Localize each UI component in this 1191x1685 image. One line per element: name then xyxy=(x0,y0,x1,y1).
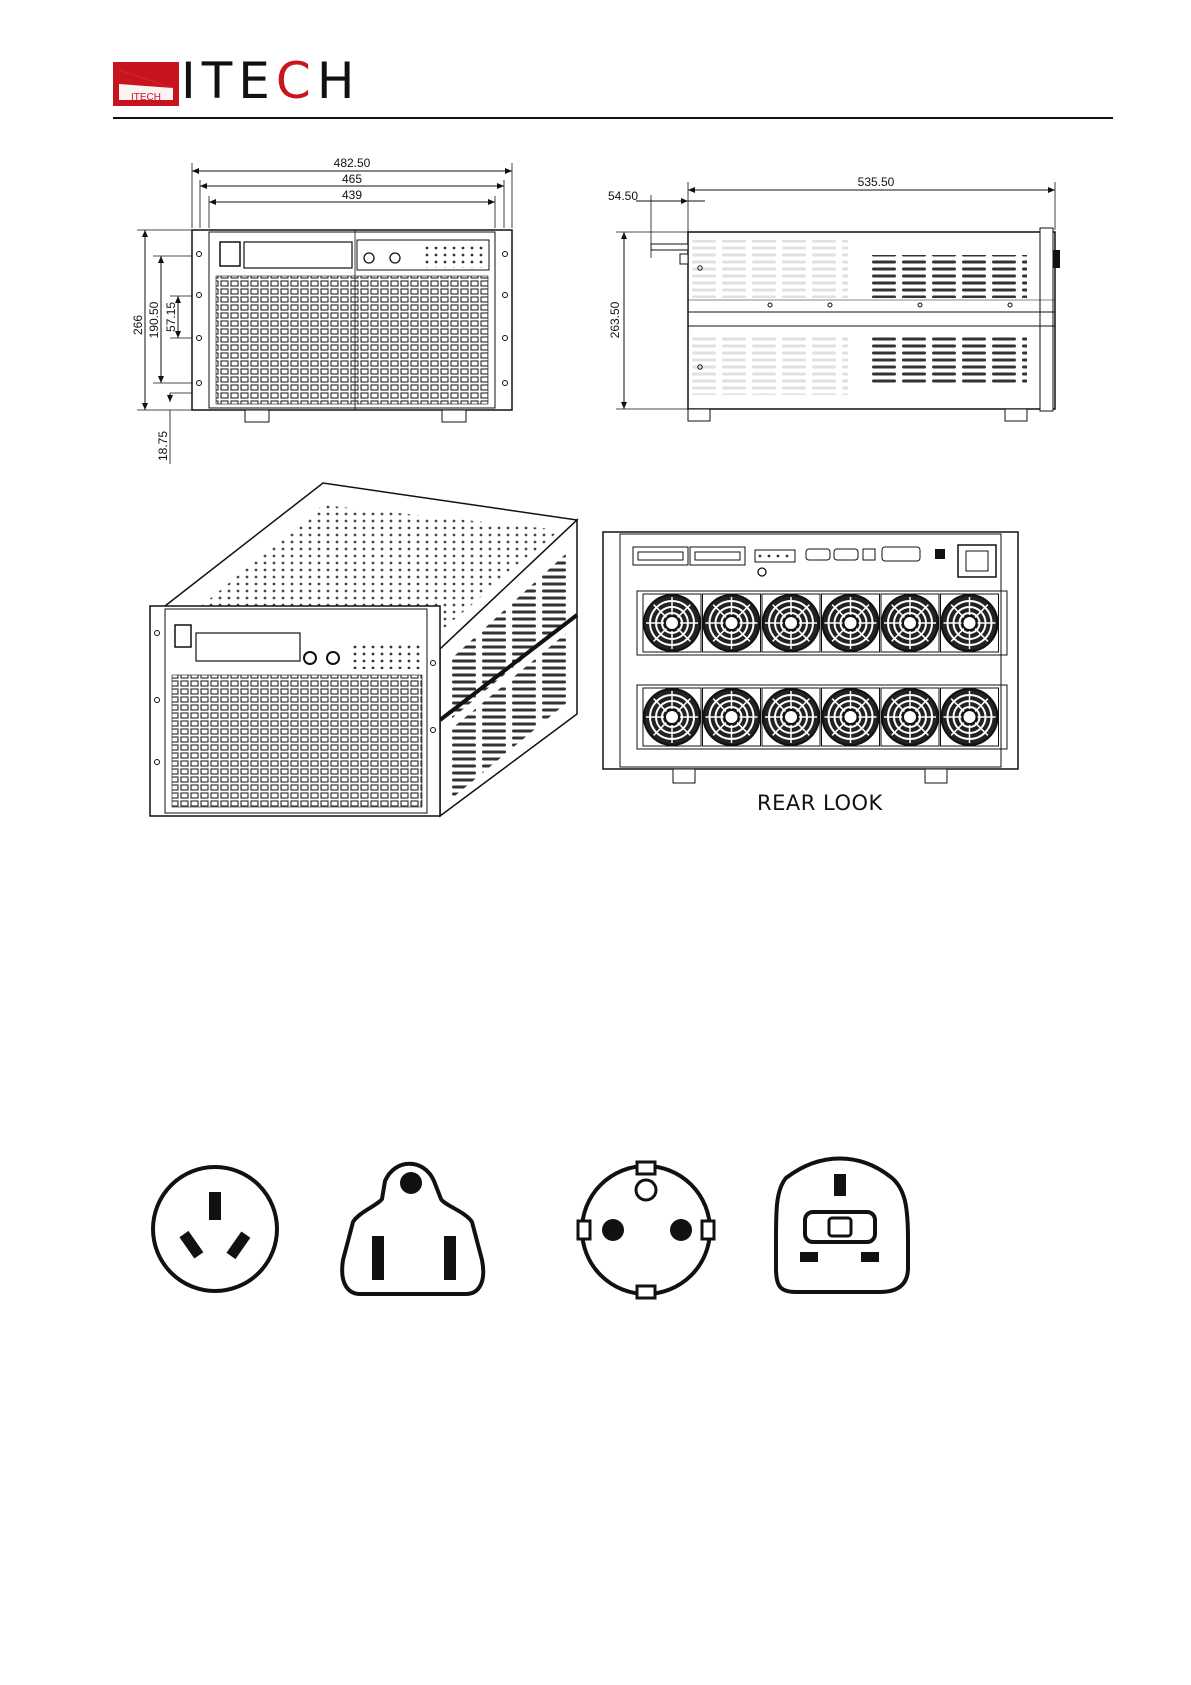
europe-plug-icon xyxy=(578,1162,714,1298)
uk-plug-icon xyxy=(776,1159,908,1293)
us-plug-icon xyxy=(342,1164,483,1294)
china-plug-icon xyxy=(153,1167,277,1291)
